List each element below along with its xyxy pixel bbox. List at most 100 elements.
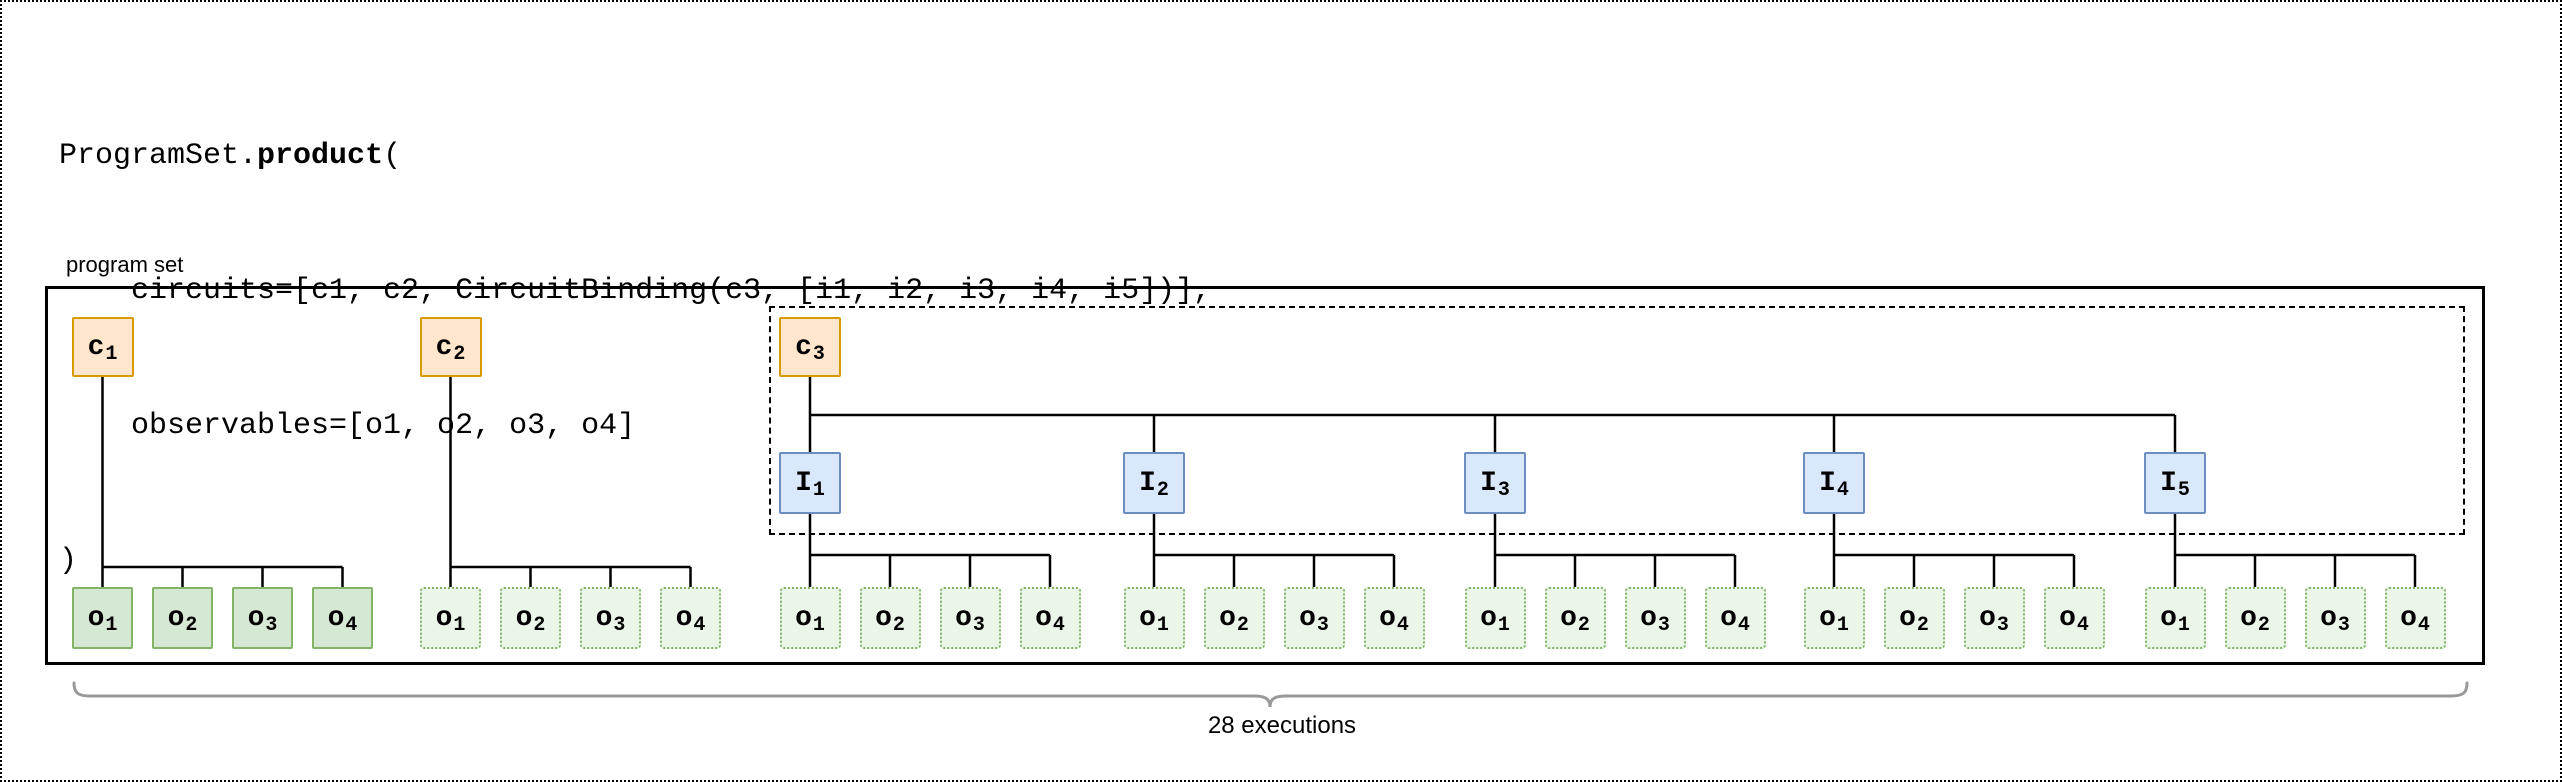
node-label-sub: 3: [812, 342, 825, 366]
node-label-base: o: [1219, 602, 1236, 634]
code-line1-prefix: ProgramSet.: [59, 139, 258, 173]
node-label-base: o: [675, 602, 693, 634]
program-set-label: program set: [66, 252, 184, 277]
node-label-sub: 2: [185, 613, 198, 637]
node-label-base: o: [2400, 602, 2417, 634]
node-label-base: I: [1139, 467, 1156, 499]
code-line-2: circuits=[c1, c2, CircuitBinding(c3, [i1…: [59, 274, 1212, 308]
node-label-base: o: [1299, 602, 1316, 634]
node-label-sub: 2: [892, 613, 905, 637]
code-line1-paren: (: [383, 139, 402, 173]
node-label-sub: 3: [1996, 613, 2009, 637]
node-label-base: o: [1899, 602, 1916, 634]
node-label-base: c: [435, 331, 453, 363]
node-label-sub: 2: [1577, 613, 1590, 637]
node-label-sub: 1: [1156, 613, 1169, 637]
node-label-base: o: [515, 602, 533, 634]
node-label-sub: 3: [265, 613, 278, 637]
node-label-base: c: [795, 331, 812, 363]
node-label-sub: 1: [2177, 613, 2190, 637]
node-label-base: I: [795, 467, 812, 499]
node-label-base: o: [1979, 602, 1996, 634]
node-label-sub: 3: [972, 613, 985, 637]
program-set-box: [45, 286, 2485, 665]
node-label-sub: 1: [453, 613, 466, 637]
code-line-3: observables=[o1, o2, o3, o4]: [59, 409, 636, 443]
node-label-base: o: [1480, 602, 1497, 634]
node-label-base: o: [1720, 602, 1737, 634]
node-label-base: o: [595, 602, 613, 634]
node-label-sub: 4: [1737, 613, 1750, 637]
node-label-sub: 1: [1836, 613, 1849, 637]
node-label-sub: 1: [105, 613, 118, 637]
node-label-base: o: [2320, 602, 2337, 634]
code-line1-method: product: [257, 139, 384, 173]
node-label-sub: 5: [2177, 478, 2190, 502]
node-label-base: o: [2160, 602, 2177, 634]
code-block: ProgramSet.product( circuits=[c1, c2, Ci…: [59, 44, 1211, 674]
node-label-base: o: [1379, 602, 1396, 634]
node-label-sub: 4: [2417, 613, 2430, 637]
node-label-base: o: [327, 602, 345, 634]
node-label-sub: 2: [533, 613, 546, 637]
node-label-base: o: [1640, 602, 1657, 634]
node-label-sub: 4: [1396, 613, 1409, 637]
node-label-sub: 3: [613, 613, 626, 637]
node-label-base: o: [1819, 602, 1836, 634]
node-label-base: o: [795, 602, 812, 634]
node-label-sub: 3: [2337, 613, 2350, 637]
node-label-base: o: [955, 602, 972, 634]
node-label-base: o: [247, 602, 265, 634]
node-label-sub: 1: [105, 342, 118, 366]
executions-label: 28 executions: [1207, 712, 1357, 739]
node-label-sub: 2: [453, 342, 466, 366]
node-label-base: o: [87, 602, 105, 634]
node-label-base: o: [875, 602, 892, 634]
node-label-sub: 4: [345, 613, 358, 637]
node-label-sub: 4: [1052, 613, 1065, 637]
node-label-sub: 4: [693, 613, 706, 637]
node-label-base: o: [435, 602, 453, 634]
brace-path: [72, 681, 2469, 708]
node-label-sub: 4: [1836, 478, 1849, 502]
node-label-sub: 4: [2076, 613, 2089, 637]
node-label-base: I: [1480, 467, 1497, 499]
node-label-sub: 1: [1497, 613, 1510, 637]
node-label-sub: 2: [2257, 613, 2270, 637]
node-label-sub: 1: [812, 478, 825, 502]
node-label-base: c: [87, 331, 105, 363]
node-label-base: o: [2240, 602, 2257, 634]
